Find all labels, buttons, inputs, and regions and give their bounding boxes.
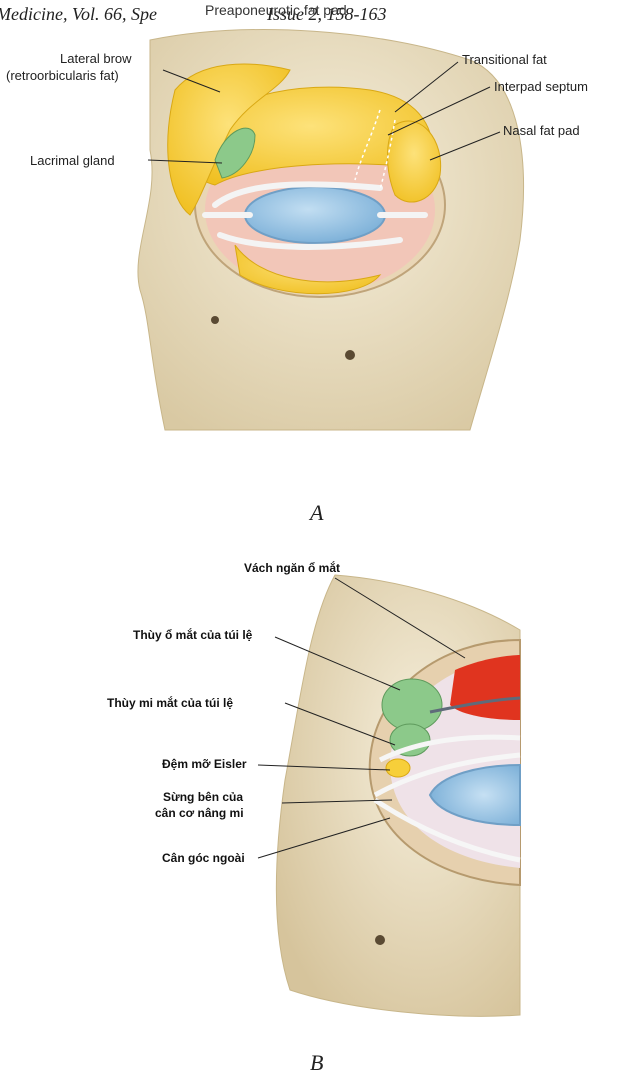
skull-bone-b <box>276 575 520 1016</box>
panel-label-a: A <box>310 500 323 526</box>
muscle-b <box>450 655 520 720</box>
globe-a <box>245 187 385 243</box>
label-lateral-horn-1: Sừng bên của <box>163 790 243 804</box>
label-orbital-lobe: Thùy ổ mắt của túi lệ <box>133 627 253 642</box>
label-transitional-fat: Transitional fat <box>462 52 547 67</box>
label-nasal-fat-pad: Nasal fat pad <box>503 123 580 138</box>
label-interpad-septum: Interpad septum <box>494 79 588 94</box>
label-orbital-septum: Vách ngăn ổ mắt <box>244 560 340 575</box>
eisler-fat-pad <box>386 759 410 777</box>
orbital-lobe-gland <box>382 679 442 731</box>
label-lacrimal-gland: Lacrimal gland <box>30 153 115 168</box>
globe-b <box>430 765 520 825</box>
label-lateral-brow-detail: (retroorbicularis fat) <box>6 68 119 83</box>
label-palpebral-lobe: Thùy mi mắt của túi lệ <box>107 695 233 710</box>
panel-label-b: B <box>310 1050 323 1076</box>
orbit-b <box>370 640 520 885</box>
palpebral-lobe-gland <box>390 724 430 756</box>
label-lateral-brow: Lateral brow <box>60 51 132 66</box>
label-lateral-canthal: Cân góc ngoài <box>162 851 245 865</box>
label-eisler-pad: Đệm mỡ Eisler <box>162 757 247 771</box>
label-lateral-horn-2: cân cơ nâng mi <box>155 806 244 820</box>
figure-a-illustration: Lateral brow (retroorbicularis fat) Lacr… <box>0 0 635 520</box>
